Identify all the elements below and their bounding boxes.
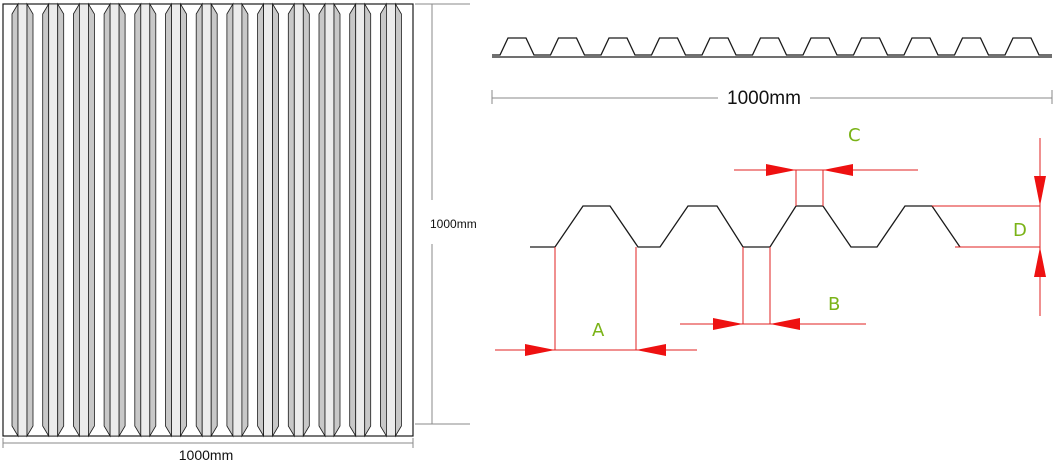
sheet-rib	[318, 2, 341, 438]
sheet-height-dimension: 1000mm	[415, 3, 477, 425]
sheet-rib	[103, 2, 126, 438]
profile-outline	[492, 37, 1052, 56]
sheet-rib	[379, 2, 402, 438]
profile-length-dimension: 1000mm	[491, 86, 1053, 109]
detail-cross-section	[530, 205, 961, 248]
sheet-rib	[226, 2, 249, 438]
arrow-c-right	[823, 164, 853, 176]
sheet-rib	[165, 2, 187, 438]
sheet-front-view	[2, 2, 414, 438]
dimension-d: D	[932, 138, 1046, 316]
sheet-rib	[195, 2, 218, 438]
label-c: C	[848, 125, 861, 146]
sheet-rib	[287, 2, 310, 438]
dimension-a: A	[495, 247, 697, 356]
arrow-a-left	[525, 344, 555, 356]
dimension-b: B	[680, 247, 866, 330]
arrow-d-top	[1034, 176, 1046, 206]
sheet-height-label: 1000mm	[430, 217, 477, 231]
label-b: B	[828, 294, 840, 315]
sheet-ribs	[11, 2, 402, 438]
label-d: D	[1013, 220, 1027, 241]
detail-profile-outline	[530, 205, 961, 248]
arrow-b-right	[770, 318, 800, 330]
profile-length-label: 1000mm	[727, 88, 801, 109]
sheet-rib	[42, 2, 65, 438]
sheet-rib	[257, 2, 280, 438]
dimension-c: C	[734, 125, 918, 206]
sheet-rib	[349, 2, 372, 438]
label-a: A	[592, 320, 605, 341]
arrow-d-bottom	[1034, 247, 1046, 277]
arrow-a-right	[636, 344, 666, 356]
arrow-b-left	[713, 318, 743, 330]
profile-side-view	[492, 37, 1052, 58]
arrow-c-left	[766, 164, 796, 176]
sheet-rib	[134, 2, 157, 438]
sheet-width-label: 1000mm	[179, 447, 233, 463]
sheet-rib	[73, 2, 95, 438]
sheet-width-dimension: 1000mm	[2, 438, 414, 463]
sheet-rib	[11, 2, 34, 438]
